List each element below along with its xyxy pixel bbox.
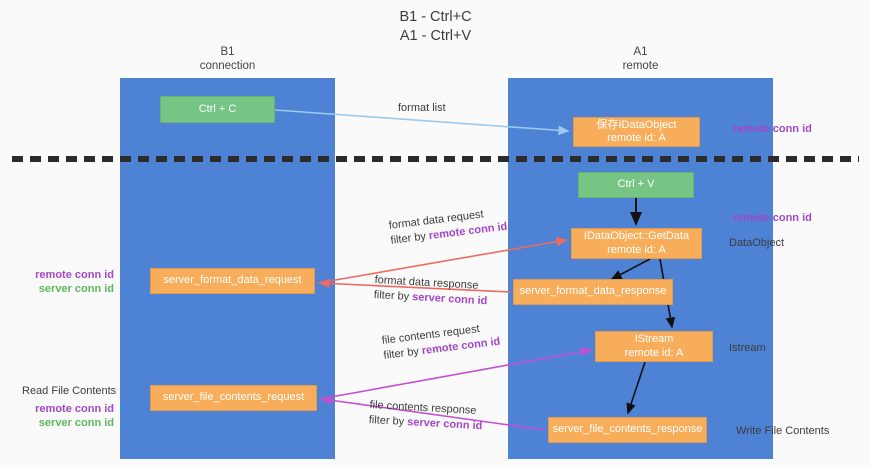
- arrow-getdata-to-format-response: [610, 258, 651, 280]
- annotation-remote-conn-id-mid: remote conn id: [733, 211, 812, 225]
- edge-label-file-contents-response: file contents response filter by server …: [368, 398, 483, 434]
- annotation-left-conn-ids-top: remote conn id server conn id: [18, 268, 114, 296]
- annotation-istream-text: Istream: [729, 342, 766, 354]
- annotation-left-conn-ids-bottom: remote conn id server conn id: [18, 402, 114, 430]
- annotation-left-server-conn-id-2: server conn id: [38, 417, 114, 429]
- annotation-remote-conn-id-mid-text: remote conn id: [733, 212, 812, 224]
- node-ctrl-c-label: Ctrl + C: [198, 102, 237, 115]
- title-line-2: A1 - Ctrl+V: [399, 28, 472, 44]
- node-server-file-contents-response[interactable]: server_file_contents_response: [548, 417, 707, 443]
- node-idataobject-getdata[interactable]: IDataObject::GetData remote id: A: [571, 228, 702, 259]
- node-idataobject[interactable]: 保存IDataObject remote id: A: [573, 117, 700, 147]
- annotation-remote-conn-id-top-text: remote conn id: [733, 123, 812, 135]
- node-idataobject-label: 保存IDataObject: [596, 118, 677, 131]
- arrow-format-data-request: [317, 236, 568, 284]
- node-server-format-data-request-label: server_format_data_request: [163, 274, 302, 287]
- annotation-dataobject-text: DataObject: [729, 237, 785, 249]
- lane-header-a1-name: A1: [633, 46, 648, 58]
- node-server-file-contents-response-label: server_file_contents_response: [552, 423, 703, 436]
- edge-label-format-data-response: format data response filter by server co…: [373, 273, 488, 309]
- phase-divider: [12, 156, 859, 162]
- node-ctrl-v[interactable]: Ctrl + V: [578, 172, 694, 198]
- lane-header-b1-name: B1: [220, 46, 235, 58]
- node-istream-label: IStream: [634, 333, 674, 345]
- node-getdata-label: IDataObject::GetData: [583, 230, 690, 242]
- node-server-format-data-response-label: server_format_data_response: [519, 285, 667, 298]
- node-istream-sub: remote id: A: [624, 346, 684, 359]
- annotation-write-file-contents-text: Write File Contents: [736, 425, 830, 437]
- edge-label-fcres-accent: server conn id: [406, 416, 483, 433]
- annotation-remote-conn-id-top: remote conn id: [733, 122, 812, 136]
- arrow-istream-to-file-response: [626, 361, 646, 415]
- edge-label-fdres-plain: filter by: [373, 288, 413, 304]
- arrow-format-list: [274, 109, 570, 136]
- arrow-file-contents-request: [319, 346, 593, 400]
- node-server-format-data-request[interactable]: server_format_data_request: [150, 268, 315, 294]
- edge-label-fdreq-plain: filter by: [389, 230, 430, 247]
- node-server-file-contents-request[interactable]: server_file_contents_request: [150, 385, 317, 411]
- annotation-read-file-contents-text: Read File Contents: [22, 385, 117, 397]
- lane-header-a1: A1 remote: [508, 45, 773, 73]
- node-getdata-sub: remote id: A: [607, 243, 666, 256]
- lane-header-b1: B1 connection: [120, 45, 335, 73]
- node-server-format-data-response[interactable]: server_format_data_response: [513, 279, 673, 305]
- diagram-title: B1 - Ctrl+C A1 - Ctrl+V: [0, 8, 871, 46]
- edge-label-fdres-accent: server conn id: [411, 291, 488, 308]
- annotation-istream: Istream: [729, 341, 766, 355]
- node-istream[interactable]: IStream remote id: A: [595, 331, 713, 362]
- arrow-format-data-response: [318, 278, 511, 293]
- edge-label-fcreq-plain: filter by: [382, 345, 423, 362]
- annotation-dataobject: DataObject: [729, 236, 784, 250]
- annotation-write-file-contents: Write File Contents: [736, 424, 829, 438]
- annotation-left-server-conn-id-1: server conn id: [38, 283, 114, 295]
- node-ctrl-c[interactable]: Ctrl + C: [160, 96, 275, 123]
- annotation-left-remote-conn-id-2: remote conn id: [35, 403, 114, 415]
- annotation-left-remote-conn-id-1: remote conn id: [35, 269, 114, 281]
- edge-label-format-list-text: format list: [398, 102, 446, 114]
- lane-header-a1-role: remote: [622, 60, 659, 72]
- node-ctrl-v-label: Ctrl + V: [617, 178, 655, 191]
- node-idataobject-sub: remote id: A: [607, 132, 666, 144]
- edge-label-fcres-plain: filter by: [368, 413, 408, 429]
- lane-header-b1-role: connection: [199, 60, 256, 72]
- edge-label-format-list: format list: [398, 101, 446, 116]
- node-server-file-contents-request-label: server_file_contents_request: [162, 391, 305, 404]
- annotation-read-file-contents: Read File Contents: [22, 384, 116, 398]
- title-line-1: B1 - Ctrl+C: [399, 9, 472, 25]
- arrow-file-contents-response: [320, 395, 546, 431]
